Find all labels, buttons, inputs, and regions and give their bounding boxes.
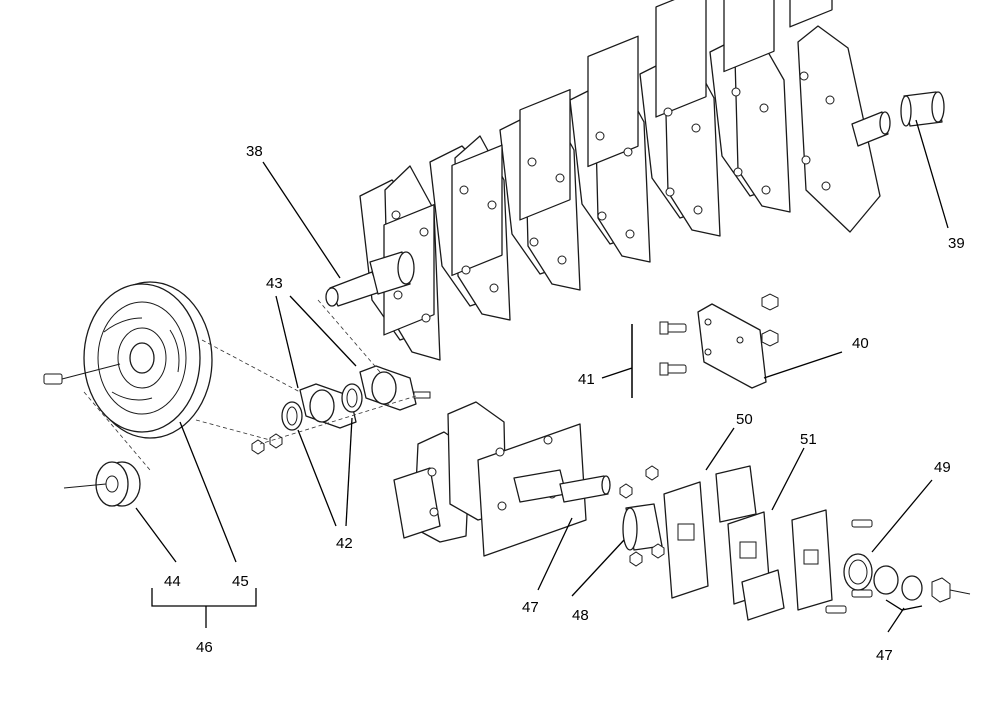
callout-38: 38 <box>246 143 263 160</box>
reel-shaft-left <box>325 251 415 307</box>
assembly-lines <box>83 299 417 471</box>
spacer-48 <box>622 503 663 551</box>
hub-44 <box>63 461 141 507</box>
hardware-41 <box>659 293 779 376</box>
scraper-plate-40 <box>697 303 767 389</box>
callout-47-left: 47 <box>522 599 539 616</box>
callout-44: 44 <box>164 573 181 590</box>
reel-bolts <box>391 71 835 323</box>
callout-49: 49 <box>934 459 951 476</box>
plates-50-51 <box>619 465 873 621</box>
callout-50: 50 <box>736 411 753 428</box>
callout-45: 45 <box>232 573 249 590</box>
pulley-45 <box>43 281 213 439</box>
callouts: 38 39 40 41 42 43 44 45 46 47 48 49 50 5… <box>164 143 965 664</box>
callout-42: 42 <box>336 535 353 552</box>
callout-46: 46 <box>196 639 213 656</box>
callout-47-right: 47 <box>876 647 893 664</box>
callout-39: 39 <box>948 235 965 252</box>
bushing-39 <box>900 91 945 127</box>
callout-43: 43 <box>266 275 283 292</box>
callout-40: 40 <box>852 335 869 352</box>
bearing-49 <box>843 553 971 603</box>
callout-51: 51 <box>800 431 817 448</box>
bearings-42-43 <box>251 365 431 455</box>
callout-41: 41 <box>578 371 595 388</box>
lower-reel-section <box>393 401 611 557</box>
reel-hub-plates <box>383 0 833 336</box>
callout-48: 48 <box>572 607 589 624</box>
leader-lines <box>135 119 949 633</box>
tine-reel-assembly <box>325 0 891 361</box>
reel-shaft-right <box>851 111 891 147</box>
